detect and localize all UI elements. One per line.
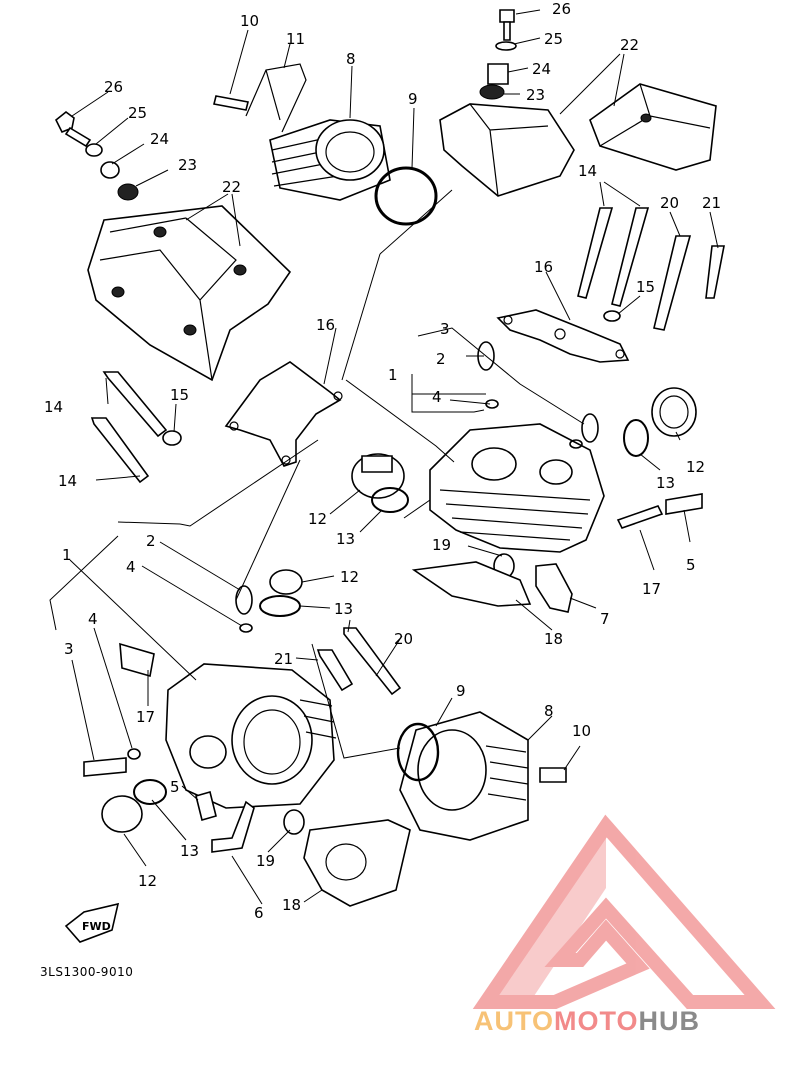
callout-7: 7 (600, 610, 610, 628)
top-intake-group (213, 63, 438, 226)
callout-24: 24 (532, 60, 551, 78)
right-bolts-group (577, 207, 725, 331)
callout-14: 14 (58, 472, 77, 490)
callout-8: 8 (346, 50, 356, 68)
callout-4: 4 (432, 388, 442, 406)
callout-14: 14 (44, 398, 63, 416)
left-valve-cover-group (54, 110, 292, 382)
callout-17: 17 (642, 580, 661, 598)
callout-19: 19 (256, 852, 275, 870)
callout-26: 26 (104, 78, 123, 96)
callout-5: 5 (686, 556, 696, 574)
callout-1: 1 (388, 366, 398, 384)
callout-24: 24 (150, 130, 169, 148)
callout-18: 18 (282, 896, 301, 914)
front-intake-group (303, 711, 567, 907)
callout-4: 4 (88, 610, 98, 628)
callout-5: 5 (170, 778, 180, 796)
callout-13: 13 (656, 474, 675, 492)
callout-2: 2 (146, 532, 156, 550)
callout-23: 23 (526, 86, 545, 104)
callout-13: 13 (180, 842, 199, 860)
callout-1: 1 (62, 546, 72, 564)
callout-labels: 26 25 24 23 22 10 11 8 9 26 25 24 23 22 … (44, 0, 721, 922)
callout-6: 6 (254, 904, 264, 922)
callout-26: 26 (552, 0, 571, 18)
leader-lines (49, 9, 719, 905)
callout-10: 10 (240, 12, 259, 30)
callout-13: 13 (336, 530, 355, 548)
callout-18: 18 (544, 630, 563, 648)
right-valve-cover-group (439, 9, 717, 197)
callout-15: 15 (636, 278, 655, 296)
watermark-text: AUTOMOTOHUB (474, 1006, 700, 1036)
callout-20: 20 (660, 194, 679, 212)
rear-cylinder-head (411, 341, 703, 613)
callout-25: 25 (544, 30, 563, 48)
callout-16: 16 (534, 258, 553, 276)
callout-4: 4 (126, 558, 136, 576)
left-rocker-bracket (90, 361, 343, 484)
callout-25: 25 (128, 104, 147, 122)
callout-14: 14 (578, 162, 597, 180)
callout-12: 12 (308, 510, 327, 528)
callout-3: 3 (440, 320, 450, 338)
part-code: 3LS1300-9010 (40, 965, 133, 979)
middle-cap-group (351, 453, 409, 513)
callout-21: 21 (274, 650, 293, 668)
watermark-logo-icon (472, 814, 776, 1009)
callout-17: 17 (136, 708, 155, 726)
callout-12: 12 (340, 568, 359, 586)
callout-12: 12 (686, 458, 705, 476)
callout-3: 3 (64, 640, 74, 658)
callout-21: 21 (702, 194, 721, 212)
fwd-arrow-icon: FWD (64, 902, 120, 943)
callout-12: 12 (138, 872, 157, 890)
callout-10: 10 (572, 722, 591, 740)
callout-16: 16 (316, 316, 335, 334)
callout-8: 8 (544, 702, 554, 720)
watermark-moto: MOTO (554, 1006, 639, 1036)
callout-20: 20 (394, 630, 413, 648)
watermark-hub: HUB (639, 1006, 701, 1036)
callout-22: 22 (620, 36, 639, 54)
right-rocker-bracket (496, 309, 630, 363)
fwd-label: FWD (82, 920, 111, 933)
callout-22: 22 (222, 178, 241, 196)
callout-15: 15 (170, 386, 189, 404)
callout-23: 23 (178, 156, 197, 174)
callout-11: 11 (286, 30, 305, 48)
callout-19: 19 (432, 536, 451, 554)
callout-13: 13 (334, 600, 353, 618)
callout-2: 2 (436, 350, 446, 368)
callout-9: 9 (408, 90, 418, 108)
watermark-auto: AUTO (474, 1006, 554, 1036)
callout-9: 9 (456, 682, 466, 700)
front-cylinder-head (83, 569, 402, 853)
